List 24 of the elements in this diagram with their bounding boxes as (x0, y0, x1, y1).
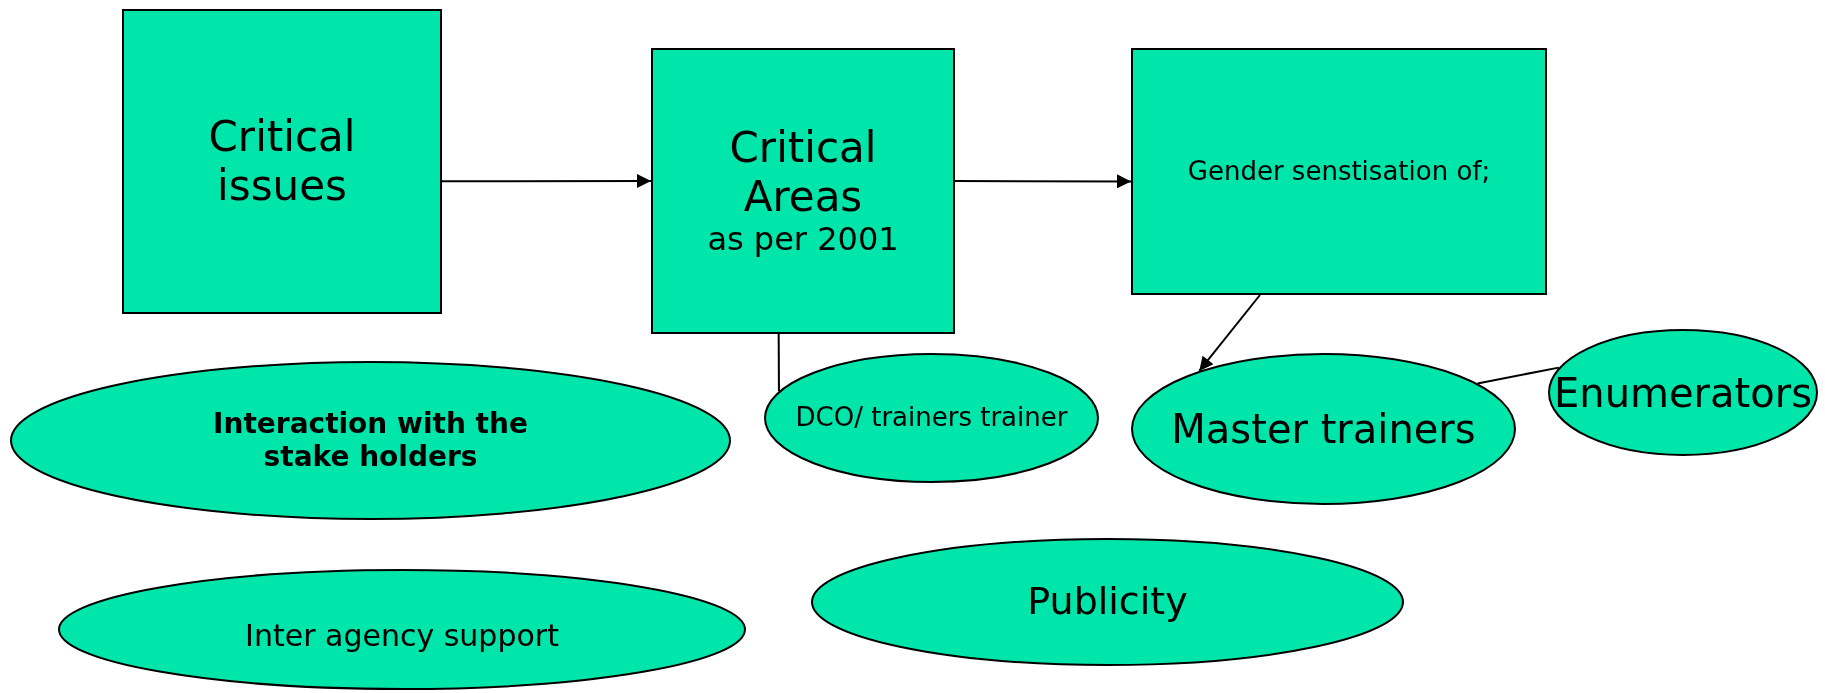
connector-line (777, 333, 780, 393)
arrow (954, 174, 1132, 189)
node-sublabel: as per 2001 (707, 220, 899, 258)
node-label: Publicity (1027, 580, 1188, 624)
node-label: DCO/ trainers trainer (795, 403, 1068, 433)
process-box (651, 48, 955, 334)
connector-line (1476, 366, 1560, 385)
ellipse-node (58, 569, 746, 690)
arrow (1198, 294, 1261, 372)
ellipse-node (1131, 353, 1516, 505)
process-box (1131, 48, 1547, 295)
arrow (441, 174, 652, 188)
node-label: Critical Areas (728, 124, 878, 221)
node-label: Gender senstisation of; (1187, 156, 1491, 187)
node-label: Interaction with the stake holders (212, 408, 529, 473)
node-label: Critical issues (207, 113, 357, 210)
ellipse-node (10, 361, 731, 520)
ellipse-node (1548, 329, 1818, 456)
process-box (122, 9, 442, 314)
node-label: Enumerators (1554, 369, 1812, 416)
ellipse-node (811, 538, 1404, 666)
node-label: Inter agency support (245, 619, 559, 654)
node-label: Master trainers (1171, 406, 1476, 452)
ellipse-node (764, 353, 1099, 483)
